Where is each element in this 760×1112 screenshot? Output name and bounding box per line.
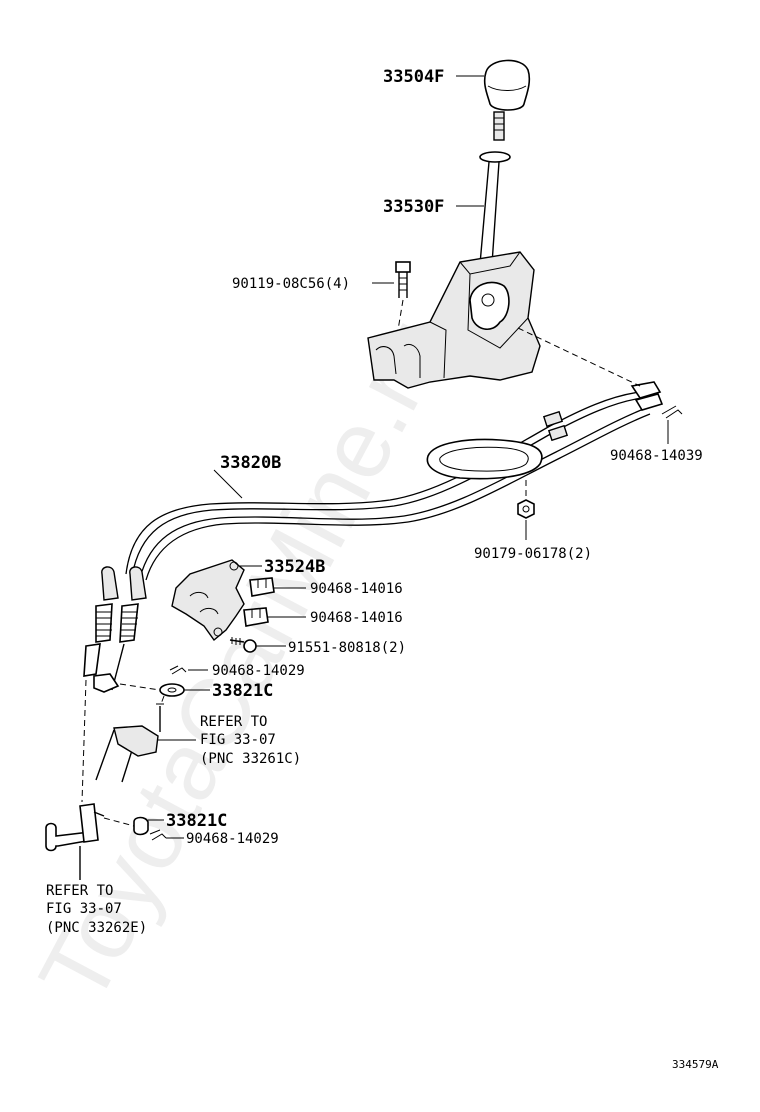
cable-bushing bbox=[93, 673, 120, 693]
label-90468-14016-b: 90468-14016 bbox=[310, 610, 403, 626]
label-90179: 90179-06178(2) bbox=[474, 546, 592, 562]
nut-90179 bbox=[517, 499, 535, 519]
refer2-line3: (PNC 33262E) bbox=[46, 920, 147, 936]
transmission-lever-lower bbox=[45, 803, 105, 880]
washer-33821C-b bbox=[133, 816, 149, 836]
refer2-line2: FIG 33-07 bbox=[46, 901, 122, 917]
shift-lever bbox=[479, 161, 500, 265]
figure-id: 334579A bbox=[672, 1058, 719, 1071]
label-33530F: 33530F bbox=[383, 197, 444, 217]
clip-90468-14029-b bbox=[149, 829, 167, 841]
clip-90468-14016-b bbox=[243, 607, 269, 627]
clip-90468-14039 bbox=[661, 405, 683, 419]
label-90468-14029-b: 90468-14029 bbox=[186, 831, 279, 847]
label-90119: 90119-08C56(4) bbox=[232, 276, 350, 292]
label-33821C-a: 33821C bbox=[212, 681, 273, 701]
label-91551: 91551-80818(2) bbox=[288, 640, 406, 656]
shift-cable-assembly bbox=[83, 381, 664, 691]
bolt-91551 bbox=[229, 637, 257, 653]
shift-housing bbox=[367, 251, 541, 389]
label-90468-14039: 90468-14039 bbox=[610, 448, 703, 464]
label-90468-14029-a: 90468-14029 bbox=[212, 663, 305, 679]
bracket-33524B bbox=[171, 559, 245, 642]
clip-90468-14016-a bbox=[249, 577, 275, 597]
label-33820B: 33820B bbox=[220, 453, 281, 473]
refer1-line1: REFER TO bbox=[200, 714, 267, 730]
refer2-line1: REFER TO bbox=[46, 883, 113, 899]
transmission-lever-upper bbox=[95, 703, 164, 783]
refer1-line2: FIG 33-07 bbox=[200, 732, 276, 748]
label-90468-14016-a: 90468-14016 bbox=[310, 581, 403, 597]
refer1-line3: (PNC 33261C) bbox=[200, 751, 301, 767]
shift-knob bbox=[479, 59, 531, 163]
bolt-90119 bbox=[395, 261, 411, 298]
washer-33821C-a bbox=[159, 683, 185, 697]
label-33821C-b: 33821C bbox=[166, 811, 227, 831]
label-33524B: 33524B bbox=[264, 557, 325, 577]
clip-90468-14029-a bbox=[169, 665, 187, 675]
label-33504F: 33504F bbox=[383, 67, 444, 87]
